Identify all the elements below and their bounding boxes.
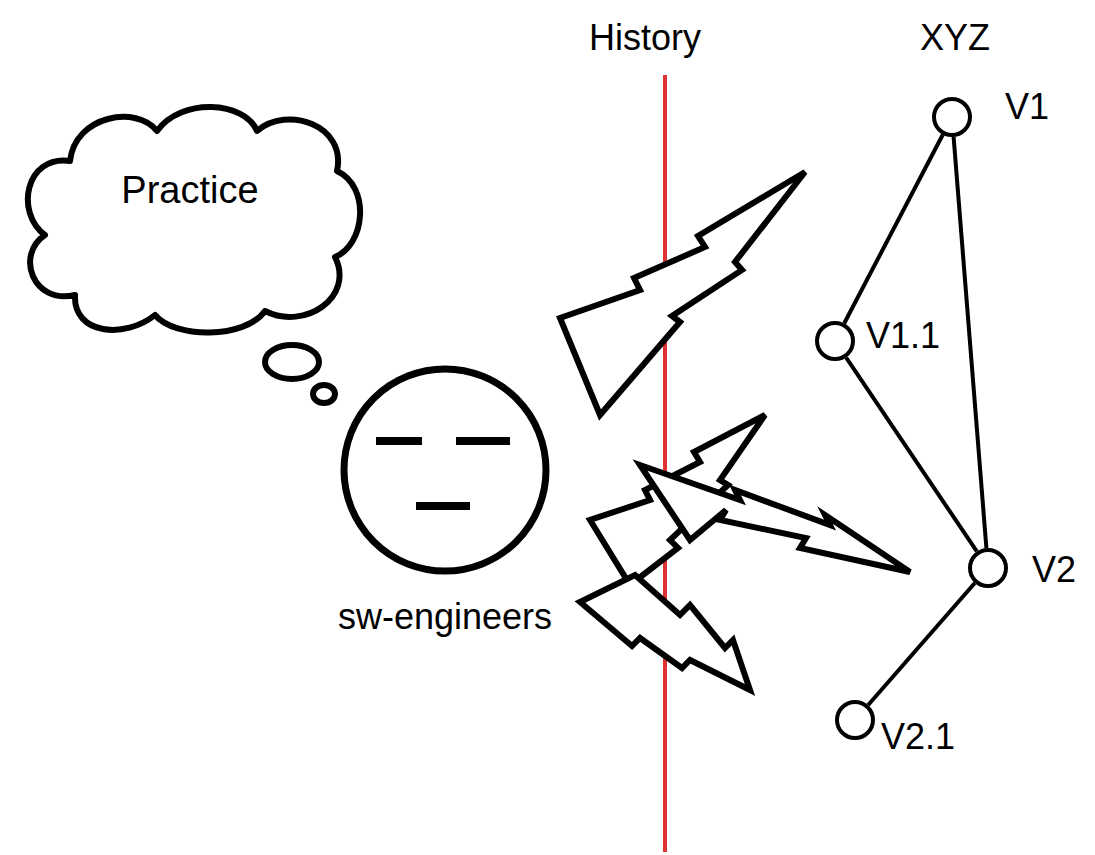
version-circle: [970, 550, 1006, 586]
version-label: V1.1: [866, 316, 940, 356]
history-line: [663, 75, 667, 852]
version-link: [868, 583, 975, 705]
version-circle-icon: [812, 318, 858, 364]
face-eye: [376, 437, 422, 445]
version-node: V1.1: [812, 318, 858, 364]
version-label: V2.1: [881, 717, 955, 757]
node-label: sw-engineers: [338, 597, 552, 637]
cloud-outline: [28, 107, 360, 333]
version-node: V1: [929, 94, 975, 140]
group-label: XYZ: [920, 18, 990, 58]
cloud-node: Practice: [15, 95, 365, 335]
face-eye: [456, 437, 510, 445]
lightning-bolt: [580, 575, 750, 690]
version-circle-icon: [929, 94, 975, 140]
node-text: Practice: [121, 170, 258, 212]
lightning-bolt: [640, 465, 910, 572]
version-circle-icon: [832, 697, 878, 743]
face-node: sw-engineers: [340, 365, 550, 575]
version-node: V2: [965, 545, 1011, 591]
version-link: [954, 137, 987, 548]
thought-bubble: [265, 345, 319, 379]
version-node: V2.1: [832, 697, 878, 743]
version-label: V1: [1005, 87, 1049, 127]
version-link: [844, 135, 942, 324]
version-link: [846, 358, 977, 552]
face-icon: [340, 365, 550, 575]
face-mouth: [416, 502, 470, 510]
thought-bubble: [313, 385, 335, 403]
version-circle: [817, 323, 853, 359]
version-circle: [837, 702, 873, 738]
lightning-bolt: [560, 172, 805, 415]
version-label: V2: [1032, 550, 1076, 590]
version-circle-icon: [965, 545, 1011, 591]
version-circle: [934, 99, 970, 135]
face-outline: [344, 369, 546, 571]
axis-label: History: [589, 18, 701, 58]
cloud-shape: [15, 95, 365, 335]
